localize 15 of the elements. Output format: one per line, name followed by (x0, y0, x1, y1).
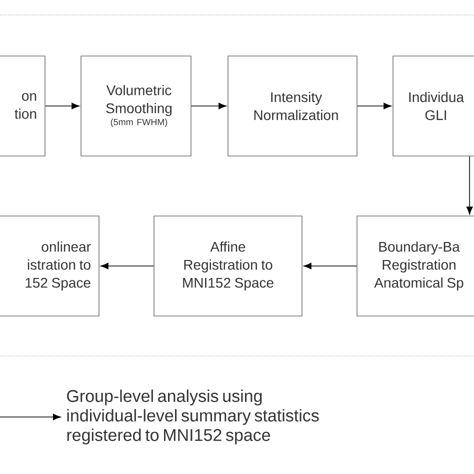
process-box: Affine Registration to MNI152 Space (154, 216, 302, 316)
process-box: Volumetric Smoothing (5mm FWHM) (80, 56, 192, 156)
process-box: Intensity Normalization (228, 56, 358, 156)
description-text: Group-level analysis using individual-level summary statistics registered to MNI152 space (67, 390, 319, 444)
arrow (191, 102, 226, 110)
process-box: Boundary-Ba Registration Anatomical Sp (356, 216, 474, 316)
process-box: Individua GLI (392, 56, 474, 156)
arrow (466, 156, 473, 214)
arrow (304, 262, 357, 270)
arrow (357, 102, 392, 110)
process-box: on tion (0, 56, 46, 156)
arrow (45, 102, 80, 110)
process-box: onlinear istration to 152 Space (0, 216, 100, 316)
arrow (100, 262, 154, 270)
arrow (0, 414, 61, 420)
